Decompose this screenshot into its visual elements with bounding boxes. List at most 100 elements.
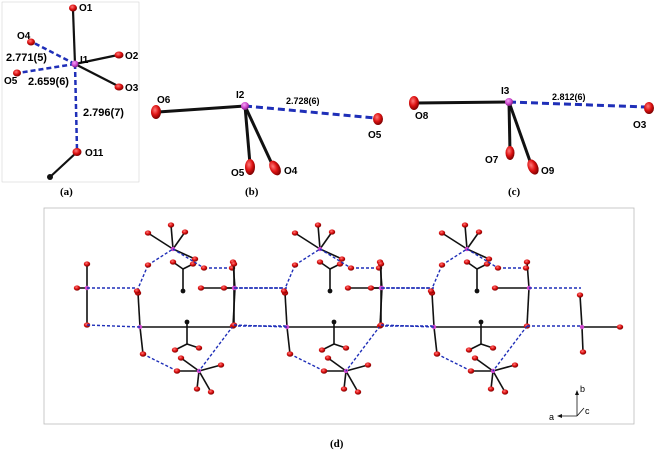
oxygen-atom	[195, 345, 203, 351]
bond	[345, 364, 369, 372]
oxygen-atom-o2	[114, 51, 124, 59]
panel-a-frame	[1, 1, 140, 183]
bond	[474, 357, 494, 372]
bond	[431, 292, 435, 328]
oxygen-atom	[177, 355, 185, 361]
label-o7: O7	[485, 155, 499, 166]
bond	[170, 224, 174, 250]
caption-a: (a)	[60, 186, 73, 198]
carbon-atom	[184, 319, 190, 325]
bond-i2-o4	[243, 105, 274, 165]
carbon-atom	[180, 288, 186, 294]
panel-a: O1 O2 O3 O4 O5 I1 O11 2.771(5) 2.659(6) …	[1, 1, 140, 198]
oxygen-atom	[133, 288, 141, 294]
oxygen-atom	[485, 256, 493, 262]
bond	[139, 326, 144, 355]
oxygen-atom-o8	[409, 96, 419, 110]
iodine-atom	[137, 324, 143, 330]
halogen-bond	[441, 248, 468, 266]
bond	[343, 370, 347, 390]
oxygen-atom	[200, 265, 208, 271]
iodine-atom	[579, 324, 585, 330]
halogen-bond	[142, 353, 178, 372]
oxygen-atom	[340, 386, 348, 392]
label-o11: O11	[85, 148, 104, 159]
carbon-atom	[327, 288, 333, 294]
oxygen-atom-o5-ext	[373, 113, 383, 125]
axis-indicator: b a c	[549, 384, 590, 422]
label-i3: I3	[501, 86, 510, 97]
oxygen-atom	[291, 262, 299, 268]
oxygen-atom-o9	[527, 159, 539, 175]
oxygen-atom	[354, 389, 362, 395]
bond-i3-o9	[507, 101, 533, 165]
bond	[147, 232, 174, 250]
label-o1: O1	[79, 3, 93, 14]
oxygen-atom	[463, 259, 471, 265]
oxygen-atom	[438, 262, 446, 268]
bond	[319, 231, 333, 250]
label-o4: O4	[17, 31, 31, 42]
carbon-atom	[331, 319, 337, 325]
oxygen-atom	[433, 351, 441, 357]
oxygen-atom-o3	[114, 83, 124, 91]
halogen-bond	[136, 264, 149, 292]
oxygen-atom-o5	[245, 159, 255, 175]
oxygen-atom	[144, 262, 152, 268]
distance-o11: 2.796(7)	[83, 107, 124, 119]
oxygen-atom	[171, 347, 179, 353]
halogen-bond	[466, 248, 499, 269]
halogen-bond	[492, 325, 528, 372]
bond-i2-o6	[157, 104, 246, 114]
oxygen-atom	[427, 288, 435, 294]
oxygen-atom-o4	[27, 38, 35, 46]
label-o6: O6	[157, 95, 171, 106]
oxygen-atom	[523, 259, 531, 265]
distance-i2-o5: 2.728(6)	[286, 96, 320, 106]
halogen-bond	[380, 324, 435, 328]
oxygen-atom	[344, 285, 352, 291]
oxygen-atom	[207, 389, 215, 395]
oxygen-atom	[465, 347, 473, 353]
oxygen-atom	[220, 285, 228, 291]
oxygen-atom	[347, 265, 355, 271]
halogen-bond	[289, 353, 325, 372]
axis-b-arrowhead	[575, 390, 579, 395]
halogen-bond-i2-o5	[244, 104, 376, 120]
halogen-bond-o5	[17, 62, 76, 75]
iodine-atom-i2	[241, 102, 249, 110]
oxygen-atom	[461, 222, 469, 228]
label-o9: O9	[541, 166, 555, 177]
panel-d-frame	[43, 207, 635, 425]
oxygen-atom-o6	[151, 105, 161, 119]
bond	[137, 292, 141, 328]
halogen-bond-i3-o3	[508, 100, 647, 109]
label-o5: O5	[4, 76, 18, 87]
bond-i1-o3	[74, 63, 119, 87]
oxygen-atom	[280, 288, 288, 294]
label-i1: I1	[80, 55, 89, 66]
oxygen-atom	[286, 351, 294, 357]
carbon-atom	[47, 174, 53, 180]
oxygen-atom	[616, 324, 624, 330]
oxygen-atom	[139, 351, 147, 357]
oxygen-atom	[494, 265, 502, 271]
halogen-bond	[430, 264, 443, 292]
oxygen-atom-o11	[72, 148, 82, 156]
bond	[492, 370, 506, 393]
oxygen-atom	[471, 355, 479, 361]
oxygen-atom-o3	[644, 102, 654, 114]
bond	[492, 364, 516, 372]
halogen-bond	[198, 325, 234, 372]
iodine-atom	[431, 324, 437, 330]
oxygen-atom-o7	[505, 146, 515, 160]
halogen-bond-o11	[73, 63, 79, 151]
bond-o11-c	[49, 151, 78, 178]
halogen-bond	[283, 264, 296, 292]
bond	[196, 370, 200, 390]
oxygen-atom	[475, 229, 483, 235]
bond	[345, 370, 359, 393]
axis-b-label: b	[580, 384, 585, 394]
bond-i2-o5	[243, 105, 252, 165]
